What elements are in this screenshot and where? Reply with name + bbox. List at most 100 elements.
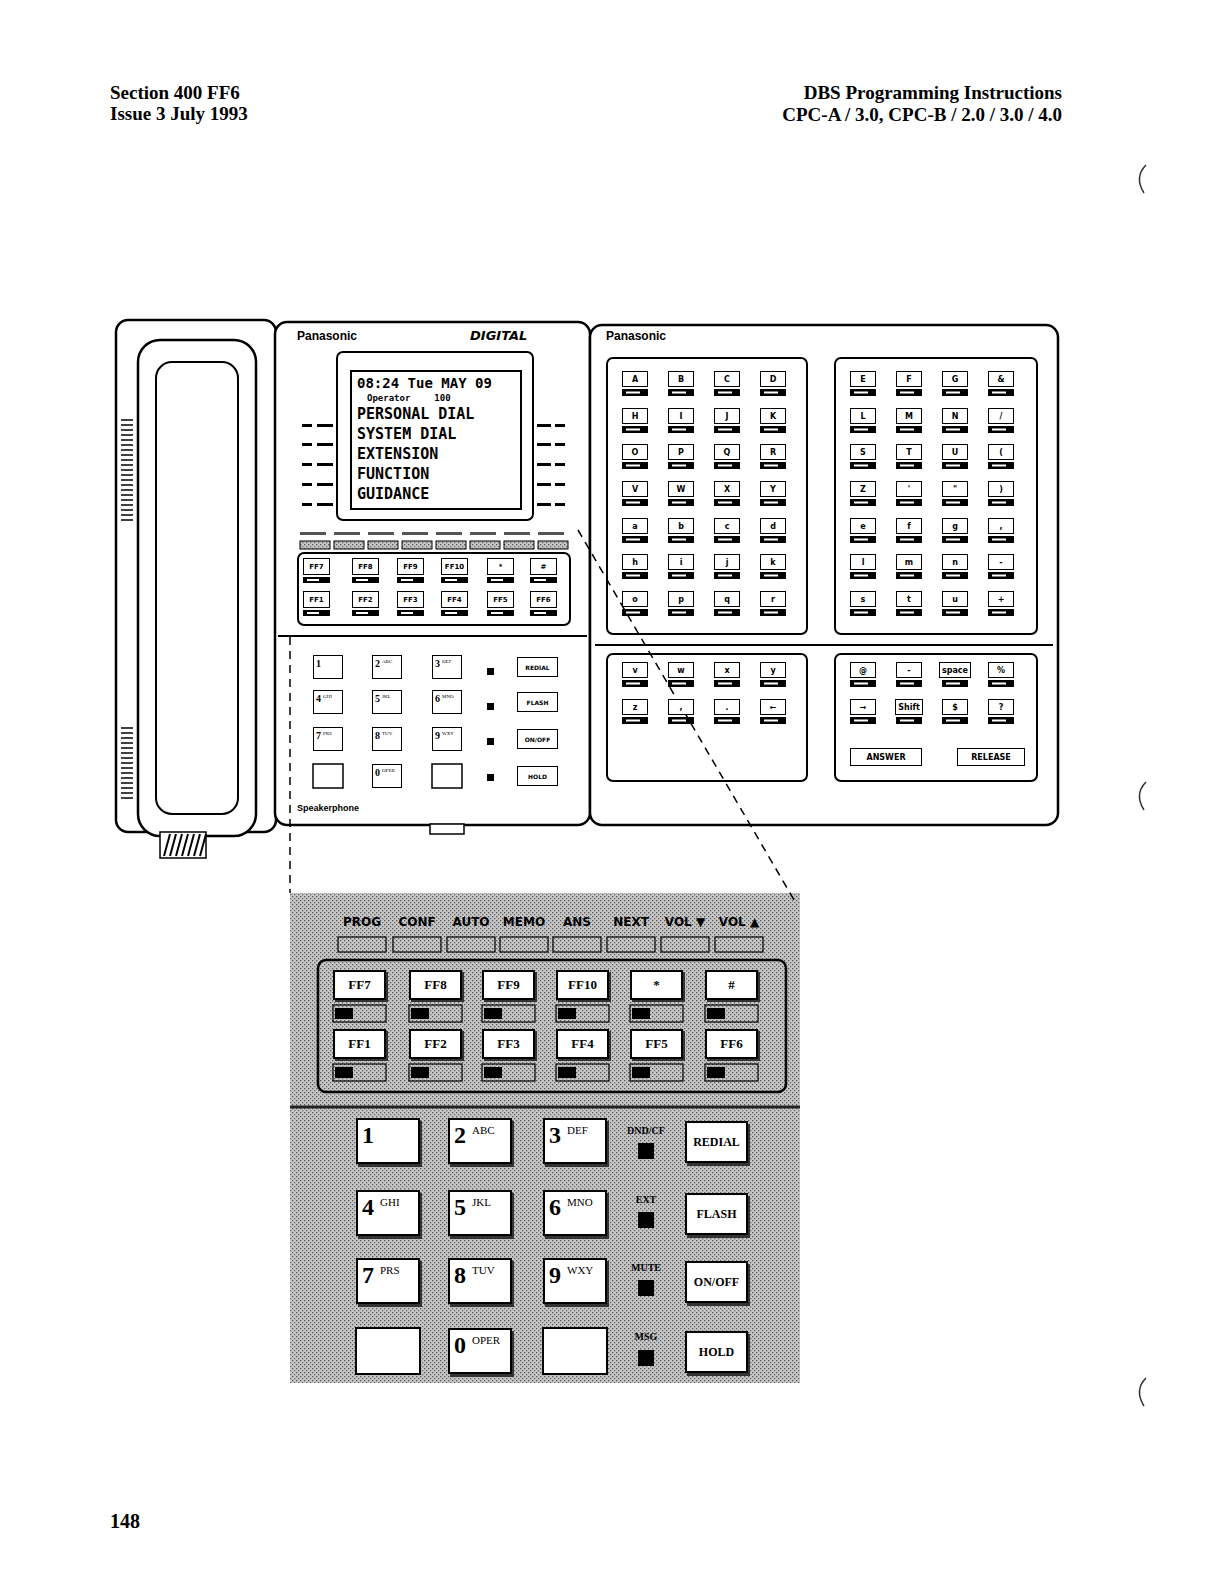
key-label: i bbox=[680, 558, 683, 567]
speaker-grille bbox=[121, 747, 133, 749]
key-label: T bbox=[906, 448, 911, 457]
key-label: h bbox=[632, 558, 638, 567]
dss-key: a bbox=[622, 518, 648, 534]
dss-key: S bbox=[850, 444, 876, 460]
brand-label: Speakerphone bbox=[297, 803, 359, 813]
dss-key: R bbox=[760, 444, 786, 460]
led-bar bbox=[850, 717, 876, 724]
key-label: k bbox=[770, 558, 775, 567]
led-bar bbox=[760, 499, 786, 506]
panel-divider bbox=[290, 1106, 800, 1109]
key-label: PRS bbox=[323, 730, 332, 737]
key-label: u bbox=[952, 595, 958, 604]
dss-key: e bbox=[850, 518, 876, 534]
led-bar bbox=[356, 579, 368, 581]
key-label: REDIAL bbox=[693, 1135, 740, 1150]
dial-key: 5JKL bbox=[372, 690, 402, 714]
function-bar bbox=[436, 541, 466, 549]
key-label: ON/OFF bbox=[694, 1275, 739, 1290]
feature-key: FF3 bbox=[397, 591, 424, 608]
display-line: PERSONAL DIAL bbox=[357, 404, 474, 424]
led-bar bbox=[714, 499, 740, 506]
led-bar bbox=[988, 462, 1014, 469]
key-label: e bbox=[860, 522, 865, 531]
dial-key: 1 bbox=[356, 1118, 420, 1164]
dss-key: H bbox=[622, 408, 648, 424]
soft-key bbox=[537, 424, 551, 427]
page-header: Issue 3 July 1993 bbox=[110, 103, 248, 125]
feature-key: FF10 bbox=[556, 970, 609, 1000]
led-bar bbox=[530, 577, 557, 583]
display-line: EXTENSION bbox=[357, 444, 438, 464]
key-label: ON/OFF bbox=[525, 736, 551, 743]
led-bar bbox=[622, 572, 648, 579]
led-bar bbox=[672, 502, 686, 504]
led-bar bbox=[900, 502, 914, 504]
handset-cord bbox=[200, 834, 206, 856]
function-key: FLASH bbox=[517, 692, 558, 712]
dial-key: 5JKL bbox=[448, 1190, 512, 1236]
feature-key: FF6 bbox=[705, 1029, 758, 1059]
function-key: REDIAL bbox=[517, 657, 558, 677]
indicator-led bbox=[638, 1350, 654, 1366]
led-bar bbox=[850, 572, 876, 579]
led-bar bbox=[992, 429, 1006, 431]
led-bar bbox=[854, 465, 868, 467]
led-bar bbox=[988, 536, 1014, 543]
indicator-led bbox=[638, 1280, 654, 1296]
display-text: GUIDANCE bbox=[357, 484, 429, 504]
dss-key: ( bbox=[988, 444, 1014, 460]
dial-key: 9WXY bbox=[543, 1258, 607, 1304]
led-bar bbox=[714, 389, 740, 396]
dss-key: I bbox=[668, 408, 694, 424]
led-bar bbox=[668, 609, 694, 616]
key-label: 4 bbox=[362, 1194, 374, 1220]
key-label: y bbox=[770, 666, 775, 675]
key-label: 2 bbox=[454, 1122, 466, 1148]
key-label: E bbox=[860, 375, 865, 384]
dss-key: - bbox=[988, 554, 1014, 570]
indicator-label: MUTE bbox=[631, 1262, 661, 1273]
led-bar bbox=[441, 610, 468, 616]
led-bar bbox=[558, 1008, 576, 1019]
indicator-led bbox=[487, 774, 494, 781]
page-header: DBS Programming Instructions bbox=[804, 82, 1062, 104]
handset-cord bbox=[160, 832, 206, 858]
key-label: B bbox=[678, 375, 684, 384]
function-bar bbox=[393, 937, 441, 952]
feature-key: * bbox=[630, 970, 683, 1000]
key-label: D bbox=[770, 375, 777, 384]
speaker-grille bbox=[121, 419, 133, 421]
dss-key-panel bbox=[607, 654, 807, 781]
dial-key: 4GHI bbox=[313, 690, 343, 714]
key-label: FF1 bbox=[309, 596, 323, 604]
dss-key-panel bbox=[835, 358, 1037, 634]
led-bar bbox=[397, 610, 424, 616]
dial-key: 3DEF bbox=[543, 1118, 607, 1164]
display-line: GUIDANCE bbox=[357, 484, 429, 504]
function-bar bbox=[715, 937, 763, 952]
key-label: 1 bbox=[362, 1122, 374, 1148]
key-label: ANSWER bbox=[866, 753, 905, 762]
led-bar bbox=[484, 1008, 502, 1019]
function-bar bbox=[368, 541, 398, 549]
dss-key: b bbox=[668, 518, 694, 534]
key-label: q bbox=[724, 595, 730, 604]
led-bar bbox=[900, 539, 914, 541]
speaker-grille bbox=[121, 444, 133, 446]
key-caption: VOL ▼ bbox=[665, 915, 705, 929]
key-marking bbox=[334, 532, 360, 535]
key-label: FF7 bbox=[309, 563, 323, 571]
page-header: Section 400 FF6 bbox=[110, 82, 240, 104]
indicator-led bbox=[638, 1143, 654, 1159]
key-label: FF4 bbox=[447, 596, 461, 604]
dss-key: Shift bbox=[895, 699, 923, 715]
speaker-grille bbox=[121, 757, 133, 759]
dial-key: 3DEF bbox=[432, 655, 462, 679]
led-bar bbox=[718, 575, 732, 577]
speaker-grille bbox=[121, 509, 133, 511]
handset-recess bbox=[156, 362, 238, 814]
dss-key: i bbox=[668, 554, 694, 570]
led-bar bbox=[668, 572, 694, 579]
display-text: 100 bbox=[434, 392, 450, 404]
